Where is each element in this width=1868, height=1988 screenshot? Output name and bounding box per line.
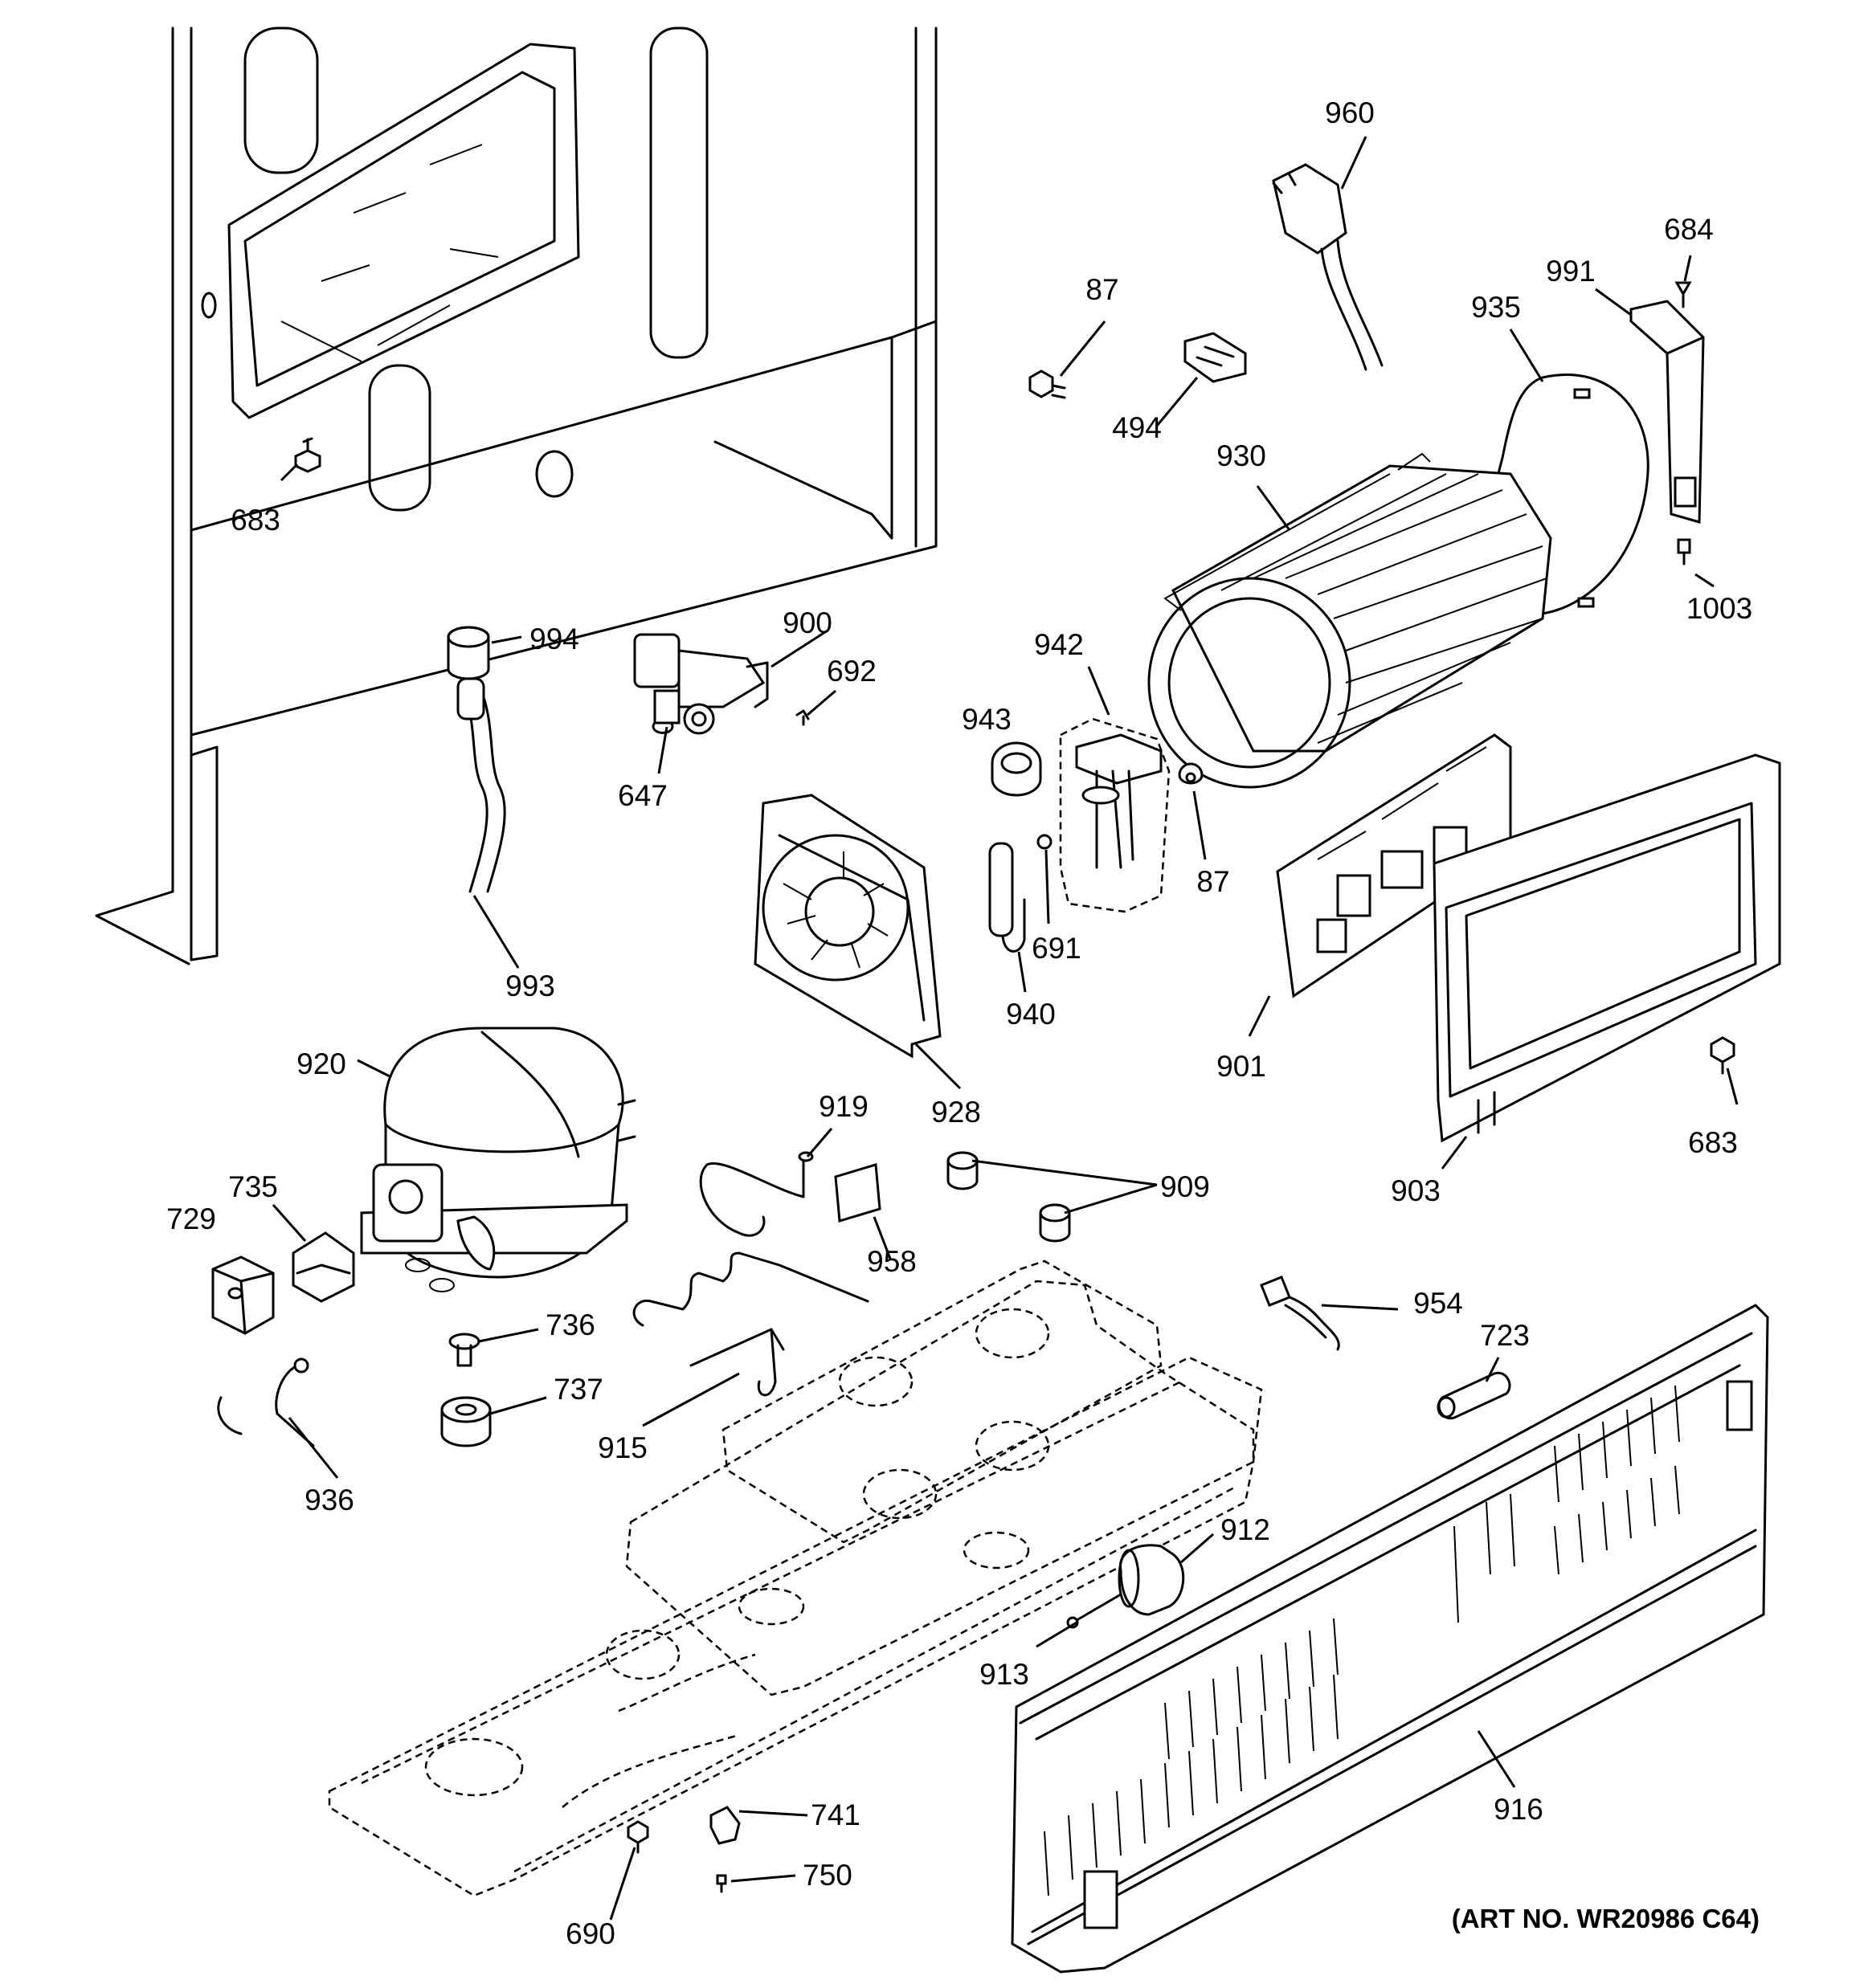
screw-691[interactable]	[1036, 834, 1053, 850]
bracket-494[interactable]	[1183, 332, 1247, 383]
condenser-coil-930[interactable]	[1147, 452, 1552, 789]
callout-960: 960	[1325, 96, 1375, 129]
tube-connector-994[interactable]	[447, 626, 490, 680]
grommet-87[interactable]	[1178, 762, 1204, 785]
fan-motor-912[interactable]	[1118, 1544, 1185, 1616]
screw-692[interactable]	[795, 709, 810, 726]
callout-993: 993	[505, 970, 555, 1002]
callout-942: 942	[1034, 628, 1084, 661]
callout-750: 750	[803, 1859, 852, 1892]
callout-913: 913	[979, 1658, 1029, 1691]
fuse-723[interactable]	[1437, 1371, 1511, 1420]
relay-cover-729[interactable]	[211, 1255, 275, 1335]
board-cover-903[interactable]	[1433, 753, 1781, 1143]
callout-928: 928	[931, 1096, 981, 1129]
callout-736: 736	[546, 1308, 595, 1341]
callout-909: 909	[1160, 1170, 1210, 1203]
fan-shroud-928[interactable]	[754, 794, 942, 1059]
gasket-plate-935[interactable]	[1489, 374, 1649, 616]
screw-87-top[interactable]	[1028, 369, 1066, 399]
grommet-909-a[interactable]	[946, 1151, 979, 1190]
callout-958: 958	[867, 1245, 917, 1278]
callout-935: 935	[1471, 291, 1521, 324]
callout-729: 729	[166, 1202, 216, 1235]
bracket-991[interactable]	[1629, 300, 1705, 524]
callout-1003: 1003	[1686, 592, 1752, 625]
screw-1003[interactable]	[1677, 538, 1691, 565]
thermostat-943[interactable]	[991, 741, 1042, 797]
drain-tube-993[interactable]	[456, 677, 506, 893]
callout-991: 991	[1546, 255, 1596, 288]
screw-750[interactable]	[716, 1874, 727, 1893]
suction-tube-919[interactable]	[699, 1151, 814, 1237]
heater-assembly-942[interactable]	[1059, 717, 1171, 913]
callout-647: 647	[618, 779, 668, 812]
callout-741: 741	[811, 1798, 860, 1831]
callout-936: 936	[305, 1484, 354, 1517]
callout-943: 943	[962, 703, 1012, 736]
callout-683-right: 683	[1688, 1126, 1738, 1159]
callout-900: 900	[783, 606, 832, 639]
power-cord-960[interactable]	[1272, 163, 1384, 371]
callout-87-right: 87	[1196, 865, 1229, 898]
wire-harness-954[interactable]	[1260, 1276, 1340, 1351]
callout-87-top: 87	[1085, 273, 1118, 306]
callout-919: 919	[819, 1090, 869, 1123]
callout-690: 690	[566, 1917, 615, 1950]
condenser-tube-915[interactable]	[632, 1251, 869, 1397]
ground-wire-936[interactable]	[217, 1357, 315, 1447]
screw-683-left[interactable]	[294, 437, 321, 473]
clip-647[interactable]	[652, 721, 674, 734]
callout-920: 920	[296, 1047, 346, 1080]
foam-pad-958[interactable]	[834, 1163, 881, 1223]
overload-relay-735[interactable]	[292, 1231, 355, 1303]
callout-723: 723	[1480, 1319, 1530, 1352]
callout-916: 916	[1494, 1793, 1543, 1826]
leader-lines	[272, 136, 1739, 1921]
callout-915: 915	[598, 1431, 648, 1464]
rear-grille-916[interactable]	[1011, 1304, 1769, 1974]
grommet-909-b[interactable]	[1039, 1203, 1071, 1243]
screw-690[interactable]	[627, 1820, 649, 1854]
cabinet-back-wall	[95, 27, 938, 965]
callout-692: 692	[827, 655, 877, 688]
base-pan-assembly	[328, 1259, 1263, 1897]
callout-691: 691	[1032, 932, 1081, 965]
callout-494: 494	[1112, 411, 1162, 444]
callout-737: 737	[554, 1373, 603, 1406]
callout-684: 684	[1664, 213, 1714, 246]
grommet-736[interactable]	[448, 1333, 480, 1367]
callout-683-top: 683	[231, 504, 280, 537]
compressor-920[interactable]	[360, 1027, 636, 1292]
callout-912: 912	[1220, 1513, 1270, 1546]
clip-741[interactable]	[709, 1806, 741, 1845]
callout-994: 994	[529, 623, 579, 655]
callout-930: 930	[1216, 439, 1266, 472]
water-valve-900[interactable]	[633, 633, 769, 735]
callout-903: 903	[1391, 1174, 1441, 1207]
fan-blade-shaft-913[interactable]	[1066, 1593, 1122, 1629]
screw-684[interactable]	[1674, 281, 1692, 308]
bushing-737[interactable]	[440, 1396, 492, 1447]
callout-954: 954	[1413, 1287, 1463, 1320]
drier-filter-940[interactable]	[988, 842, 1026, 953]
callout-735: 735	[228, 1170, 278, 1203]
art-number: (ART NO. WR20986 C64)	[1452, 1904, 1760, 1933]
callout-901: 901	[1216, 1050, 1266, 1083]
screw-683-right[interactable]	[1710, 1036, 1735, 1075]
callout-940: 940	[1006, 998, 1056, 1031]
callout-labels: 960 87 684 991 935 494 930 683 1003 994 …	[166, 96, 1752, 1950]
